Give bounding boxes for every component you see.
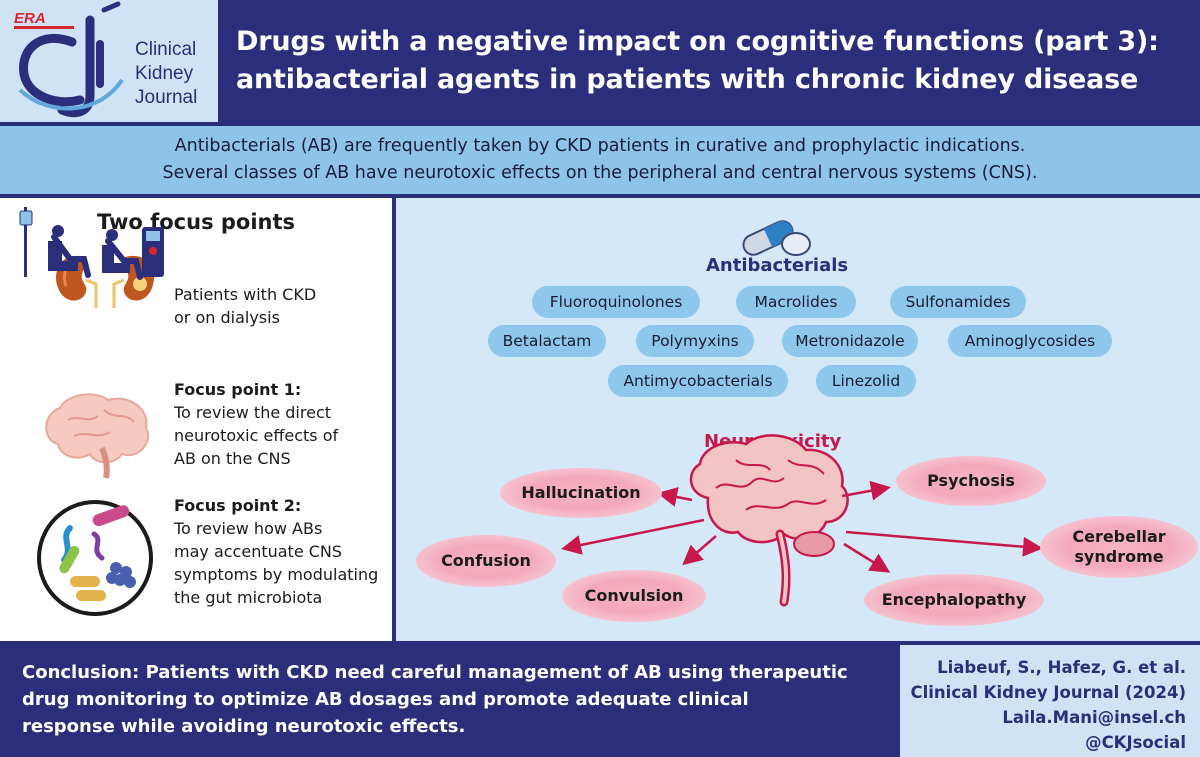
page-title: Drugs with a negative impact on cognitiv… bbox=[236, 26, 1159, 95]
conclusion-line-3: response while avoiding neurotoxic effec… bbox=[22, 716, 466, 737]
population-text-block: Patients with CKD or on dialysis bbox=[174, 285, 317, 327]
citation-box: Liabeuf, S., Hafez, G. et al. Clinical K… bbox=[896, 641, 1200, 757]
citation-authors: Liabeuf, S., Hafez, G. et al. bbox=[937, 658, 1186, 677]
era-logo-underline bbox=[14, 26, 74, 29]
focus-heading: Two focus points bbox=[96, 210, 296, 234]
title-banner: Drugs with a negative impact on cognitiv… bbox=[222, 0, 1200, 122]
contact-email-link[interactable]: Laila.Mani@insel.ch bbox=[1002, 708, 1186, 727]
brain-red-icon bbox=[561, 434, 1043, 607]
class-pill: Sulfonamides bbox=[890, 286, 1026, 318]
ckj-logo-icon bbox=[18, 1, 124, 118]
social-handle-link[interactable]: @CKJsocial bbox=[1085, 733, 1186, 752]
effect-arrows bbox=[561, 480, 1043, 573]
intro-line-2: Several classes of AB have neurotoxic ef… bbox=[162, 163, 1038, 183]
effect-encephalopathy: Encephalopathy bbox=[864, 574, 1044, 626]
diagram-panel: Antibacterials Fluoroquinolones Macrolid… bbox=[396, 198, 1200, 641]
brain-icon bbox=[45, 393, 149, 479]
conclusion-band: Conclusion: Patients with CKD need caref… bbox=[0, 641, 896, 757]
intro-line-1: Antibacterials (AB) are frequently taken… bbox=[174, 136, 1026, 156]
class-pill: Fluoroquinolones bbox=[532, 286, 700, 318]
intro-band: Antibacterials (AB) are frequently taken… bbox=[0, 122, 1200, 198]
antibacterials-title: Antibacterials bbox=[706, 255, 849, 276]
capsule-pill-icon bbox=[742, 220, 811, 256]
class-pill: Linezolid bbox=[816, 365, 916, 397]
class-pill: Metronidazole bbox=[782, 325, 918, 357]
brain-illustration bbox=[689, 434, 849, 607]
focus-point-2: Focus point 2: To review how ABs may acc… bbox=[174, 496, 379, 607]
effect-cerebellar-syndrome: Cerebellar syndrome bbox=[1040, 516, 1198, 578]
class-pill: Macrolides bbox=[736, 286, 856, 318]
conclusion-line-2: drug monitoring to optimize AB dosages a… bbox=[22, 689, 749, 710]
citation-journal: Clinical Kidney Journal (2024) bbox=[910, 683, 1186, 702]
conclusion-line-1: Conclusion: Patients with CKD need caref… bbox=[22, 662, 848, 683]
class-pill: Antimycobacterials bbox=[608, 365, 788, 397]
effect-convulsion: Convulsion bbox=[562, 570, 706, 622]
bacteria-icon bbox=[37, 500, 153, 616]
journal-logo: ERA Clinical Kidney Journal bbox=[0, 0, 222, 122]
effect-hallucination: Hallucination bbox=[500, 468, 662, 518]
effect-psychosis: Psychosis bbox=[896, 456, 1046, 506]
focus-point-1: Focus point 1: To review the direct neur… bbox=[174, 380, 339, 468]
class-pill: Polymyxins bbox=[636, 325, 754, 357]
focus-points-panel: Two focus points Patients with CKD or on… bbox=[0, 198, 396, 641]
dialysis-patient-icon bbox=[19, 207, 164, 280]
journal-name: Clinical Kidney Journal bbox=[135, 39, 198, 108]
class-pill: Aminoglycosides bbox=[948, 325, 1112, 357]
effect-confusion: Confusion bbox=[416, 535, 556, 587]
class-pill: Betalactam bbox=[488, 325, 606, 357]
era-logo-text: ERA bbox=[14, 10, 46, 27]
